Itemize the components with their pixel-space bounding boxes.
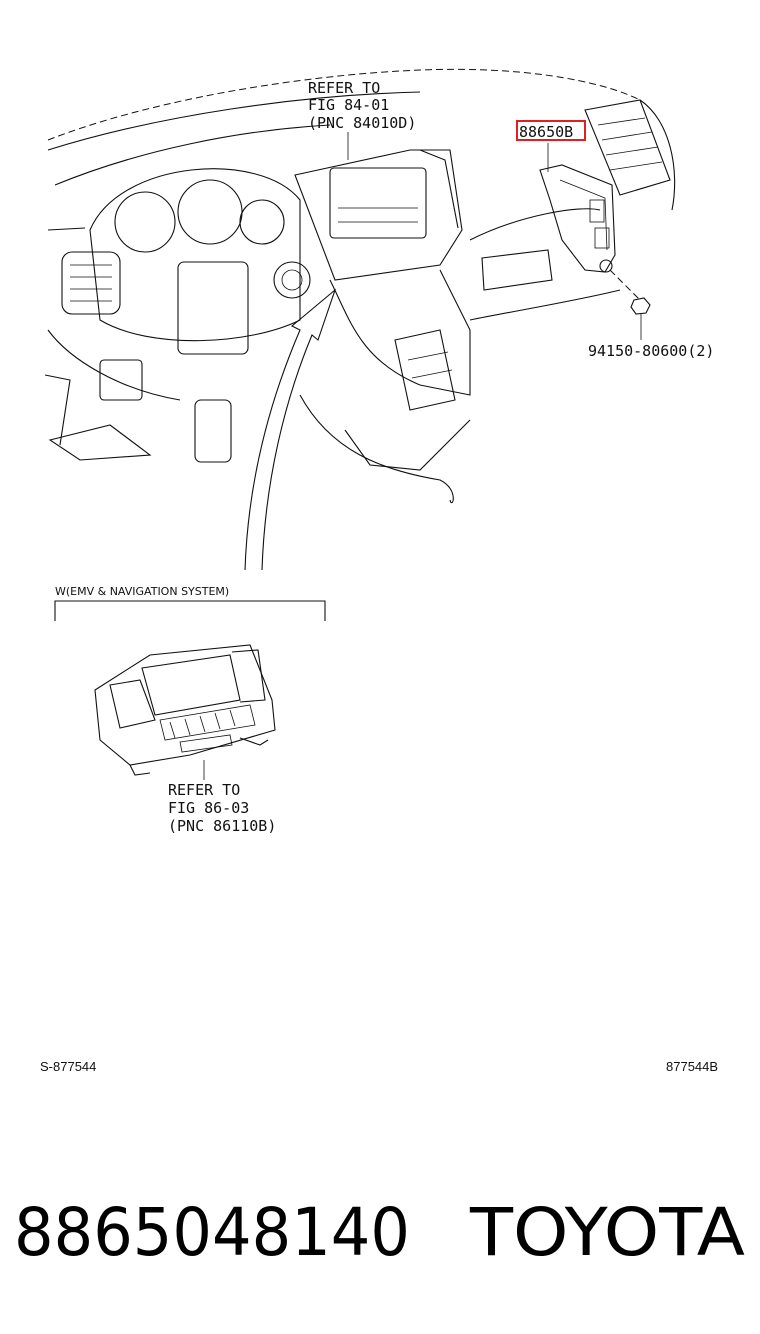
- refer-top-line-1: REFER TO: [308, 79, 380, 97]
- left-drawing-code: S-877544: [40, 1059, 96, 1074]
- part-88650b-drawing: [539, 143, 651, 340]
- part-highlight-box[interactable]: [516, 120, 586, 141]
- refer-inset-line-2: FIG 86-03: [168, 799, 249, 817]
- refer-top-line-3: (PNC 84010D): [308, 114, 416, 132]
- inset-label: W(EMV & NAVIGATION SYSTEM): [55, 585, 229, 598]
- pointer-arrow: [244, 288, 337, 571]
- nut-callout[interactable]: 94150-80600(2): [588, 342, 714, 360]
- part-number: 8865048140: [14, 1194, 410, 1271]
- navigation-unit-drawing: [94, 644, 276, 780]
- brand-name: TOYOTA: [469, 1194, 745, 1271]
- right-drawing-code: 877544B: [666, 1059, 718, 1074]
- dashboard-drawing: [44, 68, 676, 504]
- refer-inset-line-1: REFER TO: [168, 781, 240, 799]
- inset-bracket: [54, 600, 326, 621]
- part-number-callout[interactable]: 88650B: [519, 123, 573, 141]
- refer-top-line-2: FIG 84-01: [308, 96, 389, 114]
- refer-inset-line-3: (PNC 86110B): [168, 817, 276, 835]
